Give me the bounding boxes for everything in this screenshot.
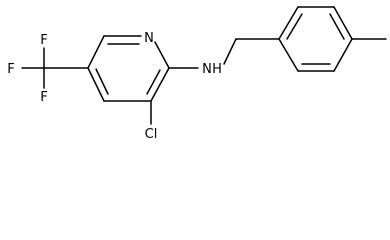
bond-a3-a4-double	[329, 13, 345, 40]
amine-linker	[168, 38, 280, 69]
atom-label-chlorine: Cl	[145, 127, 158, 142]
bond-a1-a2-double	[286, 13, 303, 40]
bond-c3-c2	[150, 67, 170, 102]
structure-canvas: N N H Cl F F F	[7, 6, 387, 142]
trifluoromethyl-group	[21, 47, 89, 89]
atom-label-fluorine-top: F	[40, 33, 47, 48]
bond-c4-c4-double	[95, 68, 109, 95]
atom-label-fluorine-left: F	[7, 62, 14, 77]
bond-a3-a4	[333, 6, 353, 40]
chemical-structure: N N H Cl F F F	[7, 6, 387, 142]
atom-label-ring-nitrogen: N	[144, 31, 154, 46]
atom-label-amine-hydrogen: H	[212, 62, 222, 77]
pyridine-ring	[87, 35, 170, 102]
tolyl-ring	[278, 6, 353, 72]
bond-c6-c5	[87, 35, 105, 69]
bond-c3-c2-double	[146, 69, 161, 95]
bond-c5-c4	[87, 67, 105, 102]
bond-nh-ch2	[223, 38, 237, 65]
atom-label-amine-nitrogen: N	[202, 62, 212, 77]
bond-c2-n1	[154, 41, 170, 69]
bond-a1-a2	[278, 6, 299, 40]
bond-a4-a5	[333, 38, 353, 72]
atom-label-fluorine-bottom: F	[40, 90, 47, 105]
bond-a6-a1	[278, 38, 299, 72]
